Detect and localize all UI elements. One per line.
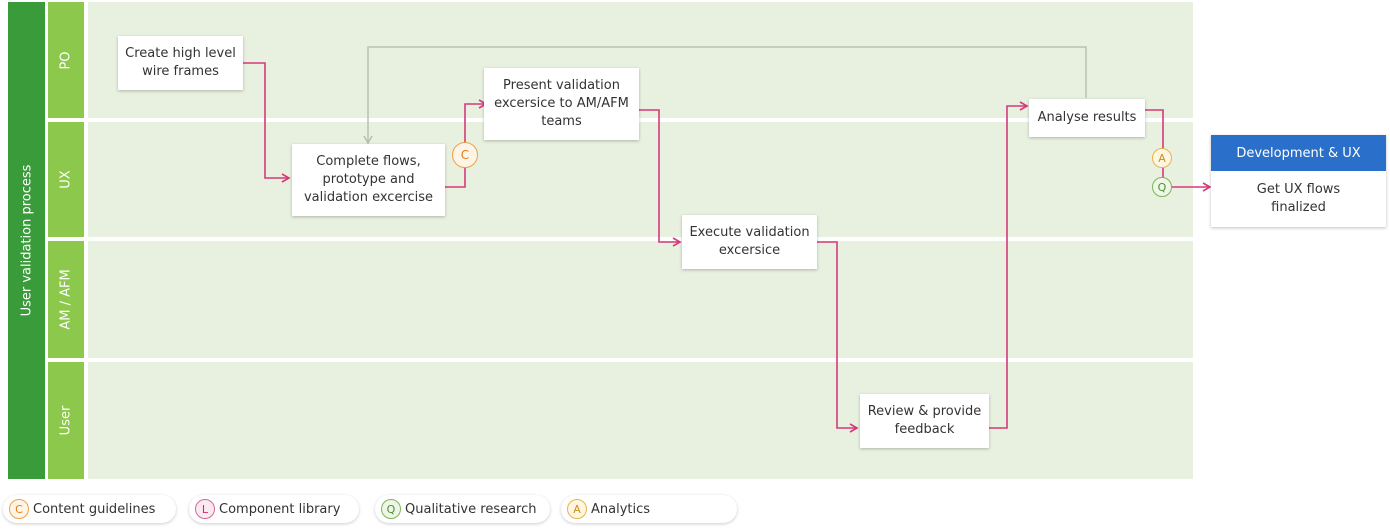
connector-execute-to-review [817, 241, 859, 433]
step-complete-flows: Complete flows, prototype and validation… [292, 144, 445, 216]
outcome-body: Get UX flows finalized [1256, 182, 1341, 215]
lane-label-am-afm: AM / AFM [48, 241, 84, 358]
legend-analytics: A Analytics [561, 495, 737, 523]
content-guidelines-badge: C [452, 142, 478, 168]
analytics-badge: A [1152, 148, 1172, 168]
legend-component-library: L Component library [189, 495, 359, 523]
step-analyse-results: Analyse results [1029, 99, 1145, 137]
lane-user [88, 362, 1193, 479]
legend-component-library-icon: L [195, 499, 215, 519]
lane-label-user: User [48, 362, 84, 479]
connector-review-to-analyse [989, 101, 1029, 429]
connector-wireframes-to-flows [243, 62, 291, 183]
legend-content-guidelines-label: Content guidelines [33, 501, 156, 517]
step-create-wireframes: Create high level wire frames [118, 36, 243, 90]
lane-am-afm [88, 241, 1193, 358]
legend-qualitative-research-label: Qualitative research [405, 501, 537, 517]
step-review-feedback: Review & provide feedback [860, 394, 989, 448]
step-present-validation: Present validation excersice to AM/AFM t… [484, 68, 639, 140]
step-execute-validation: Execute validation excersice [682, 215, 817, 269]
qualitative-research-badge: Q [1152, 177, 1172, 197]
legend-qualitative-research: Q Qualitative research [375, 495, 550, 523]
lane-label-po: PO [48, 2, 84, 118]
legend-qualitative-research-icon: Q [381, 499, 401, 519]
outcome-card: Development & UX Get UX flows finalized [1211, 135, 1386, 227]
feedback-loop-connector [363, 46, 1087, 145]
lane-po [88, 2, 1193, 118]
legend-content-guidelines-icon: C [9, 499, 29, 519]
connector-present-to-execute [639, 109, 682, 247]
legend-analytics-icon: A [567, 499, 587, 519]
legend-analytics-label: Analytics [591, 501, 651, 517]
process-bar [8, 2, 45, 479]
lane-label-ux: UX [48, 122, 84, 237]
legend-component-library-label: Component library [219, 501, 341, 517]
legend-content-guidelines: C Content guidelines [3, 495, 176, 523]
outcome-header: Development & UX [1211, 135, 1386, 171]
connector-analyse-to-outcome [1145, 109, 1212, 192]
lane-ux [88, 122, 1193, 237]
